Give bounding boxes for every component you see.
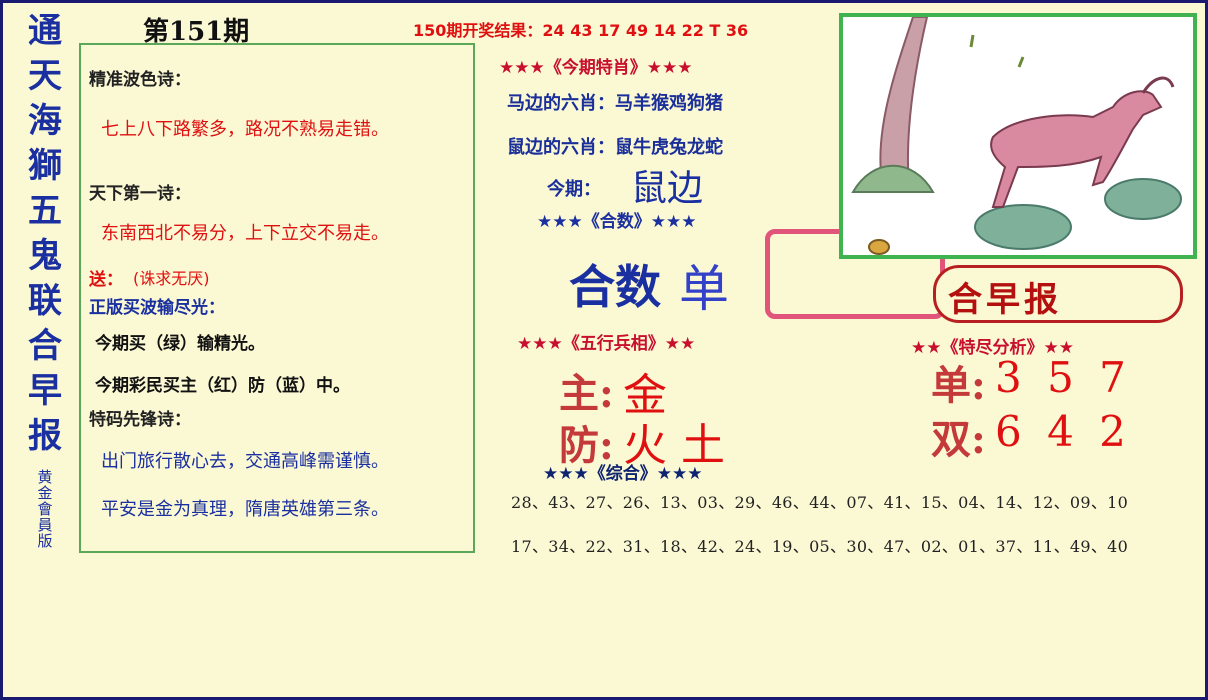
even-value: 6 4 2 (995, 407, 1132, 456)
poem-line: 出门旅行散心去，交通高峰需谨慎。 (101, 451, 389, 472)
song-label: 送： (89, 270, 123, 290)
section-title: ★★★《综合》★★★ (543, 464, 703, 484)
left-panel (79, 43, 475, 553)
side-title: 通 天 海 獅 五 鬼 联 合 早 报 黄金會員版 (17, 9, 73, 549)
guard-label: 防: (559, 422, 614, 469)
goat-icon (843, 16, 1193, 255)
side-title-char: 獅 (28, 146, 62, 186)
guard-value: 火 土 (623, 420, 725, 471)
section-title: ★★★《五行兵相》★★ (517, 334, 696, 354)
side-title-char: 通 (28, 11, 62, 51)
side-title-char: 合 (28, 326, 62, 366)
side-title-char: 联 (28, 281, 62, 321)
sum-label: 合数 (569, 260, 661, 314)
zodiac-line: 马边的六肖：马羊猴鸡狗猪 (507, 93, 723, 114)
tip-line: 今期买（绿）输精光。 (95, 334, 265, 354)
odd-value: 3 5 7 (995, 353, 1132, 402)
side-title-char: 鬼 (28, 236, 62, 276)
side-title-char: 报 (28, 416, 62, 456)
side-title-char: 海 (28, 101, 62, 141)
this-period-label: 今期： (547, 179, 601, 200)
number-list: 28、43、27、26、13、03、29、46、44、07、41、15、04、1… (511, 493, 1129, 512)
tip-line: 今期彩民买主（红）防（蓝）中。 (95, 376, 350, 396)
number-list: 17、34、22、31、18、42、24、19、05、30、47、02、01、3… (511, 537, 1129, 556)
side-subtitle: 黄金會員版 (35, 469, 54, 549)
section-title: ★★★《合数》★★★ (537, 212, 697, 232)
section-heading: 精准波色诗： (89, 70, 191, 90)
main-value: 金 (623, 370, 667, 421)
even-label: 双: (931, 416, 986, 463)
section-heading: 特码先锋诗： (89, 410, 191, 430)
this-period-value: 鼠边 (631, 168, 704, 209)
main-label: 主: (559, 370, 614, 417)
section-heading: 正版买波输尽光： (89, 298, 225, 318)
poem-line: 七上八下路繁多，路况不熟易走错。 (101, 119, 389, 140)
side-title-char: 早 (28, 371, 62, 411)
section-heading: 天下第一诗： (89, 184, 191, 204)
banner: 合早报 (933, 265, 1183, 323)
side-title-char: 天 (28, 56, 62, 96)
issue-number: 第151期 (143, 17, 250, 47)
section-title: ★★★《今期特肖》★★★ (499, 58, 693, 78)
zodiac-line: 鼠边的六肖：鼠牛虎兔龙蛇 (507, 137, 723, 158)
song-value: (诛求无厌) (133, 269, 210, 288)
poem-line: 东南西北不易分，上下立交不易走。 (101, 223, 389, 244)
poem-line: 平安是金为真理，隋唐英雄第三条。 (101, 499, 389, 520)
odd-label: 单: (931, 362, 986, 409)
sum-value: 单 (679, 260, 729, 318)
side-title-char: 五 (28, 191, 62, 231)
section-title: ★★《特尽分析》★★ (911, 338, 1074, 358)
goat-illustration (839, 13, 1197, 259)
banner-text: 合早报 (948, 280, 1062, 320)
draw-result: 150期开奖结果：24 43 17 49 14 22 T 36 (413, 21, 749, 40)
